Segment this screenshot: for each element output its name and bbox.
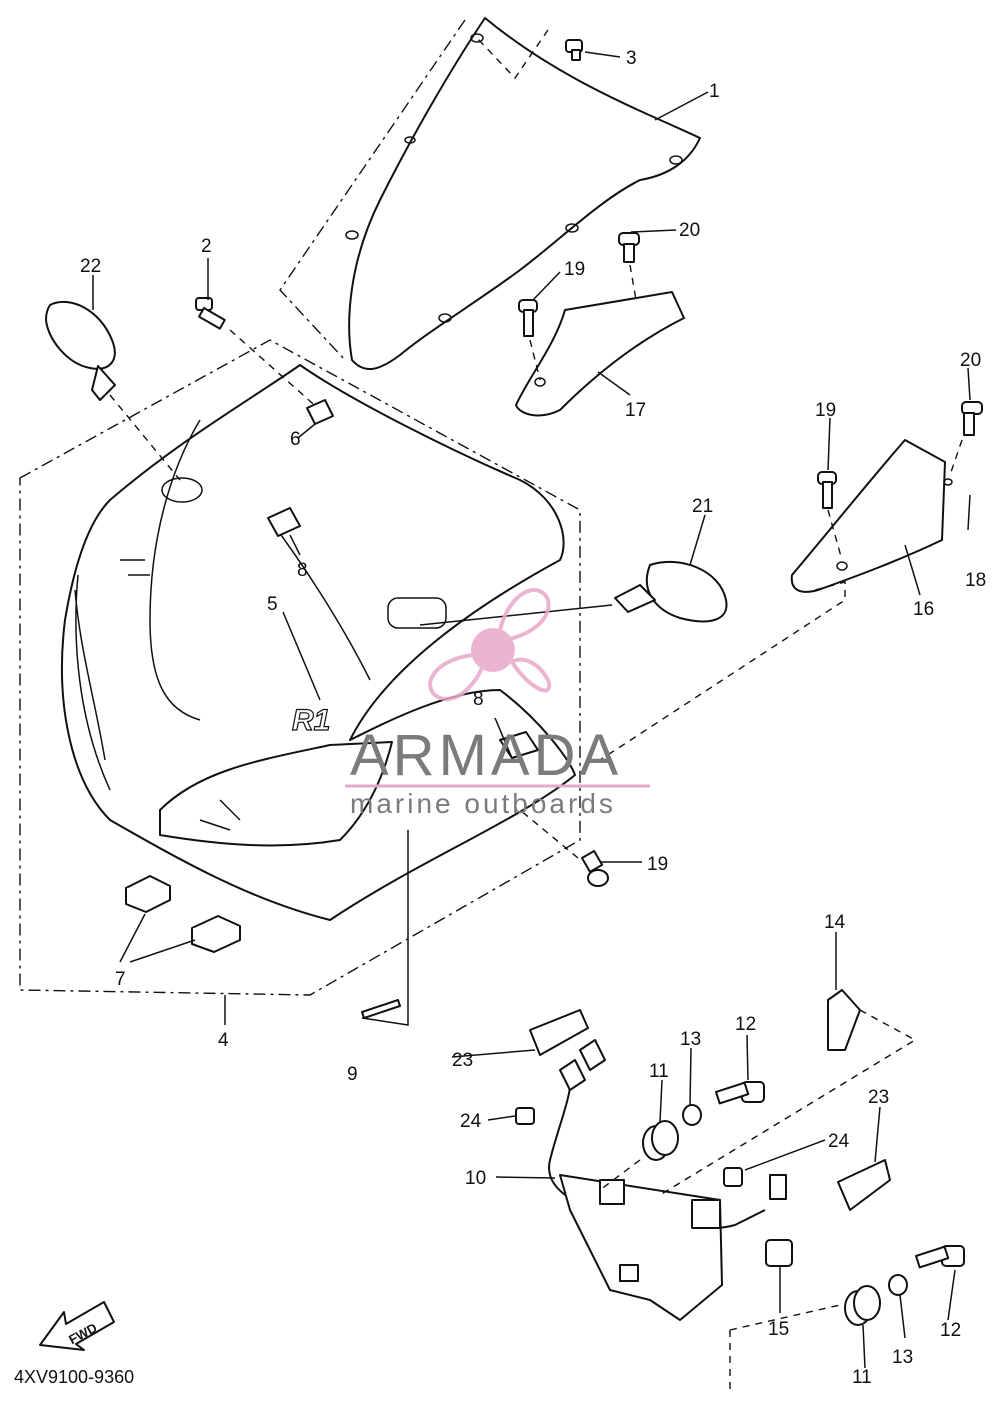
fwd-arrow: FWD [39,1301,115,1351]
callout-7: 7 [115,969,126,990]
callout-16: 16 [913,599,934,620]
mirror-part [45,300,728,626]
screw-part [476,29,621,80]
callout-21: 21 [692,496,713,517]
watermark-logo [428,588,552,701]
callout-13a: 13 [680,1029,701,1050]
callout-12a: 12 [735,1014,756,1035]
cowling-stay-part [529,989,917,1321]
callout-9: 9 [347,1064,358,1085]
watermark-tagline: marine outboards [350,788,616,819]
callout-19b: 19 [815,400,836,421]
trim-strip-part [361,830,409,1026]
upper-cowling-part: R1 [19,339,581,996]
callout-19c: 19 [647,854,668,875]
callout-2: 2 [201,236,212,257]
callout-17: 17 [625,400,646,421]
r1-badge-text: R1 [292,704,330,737]
callout-20b: 20 [960,350,981,371]
side-panel-part [515,291,953,761]
damper-part [515,1081,965,1390]
callout-22: 22 [80,256,101,277]
callout-10: 10 [465,1168,486,1189]
callout-24b: 24 [828,1131,850,1152]
windscreen-part [279,17,701,370]
leader-lines [92,91,971,1369]
callout-23b: 23 [868,1087,889,1108]
watermark-brand: ARMADA [350,723,622,788]
callout-3: 3 [626,48,637,69]
nut-part [267,399,971,759]
callout-24a: 24 [460,1111,482,1132]
callout-12b: 12 [940,1320,961,1341]
callout-1: 1 [709,81,720,102]
callout-20a: 20 [679,220,700,241]
callout-19a: 19 [564,259,585,280]
callout-6: 6 [290,429,301,450]
callout-11a: 11 [649,1061,669,1082]
callout-14: 14 [824,912,846,933]
callout-13b: 13 [892,1347,913,1368]
catalog-code: 4XV9100-9360 [14,1367,134,1387]
callout-11b: 11 [852,1367,872,1388]
callout-labels: 1 2 3 4 5 6 7 8 8 9 10 11 11 12 12 13 13… [80,48,986,1388]
callout-4: 4 [218,1030,229,1051]
grommet-part [119,875,241,963]
callout-23a: 23 [452,1050,473,1071]
callout-5: 5 [267,594,278,615]
callout-8a: 8 [297,560,308,581]
callout-18: 18 [965,570,986,591]
screw-part [195,232,983,887]
callout-15: 15 [768,1319,789,1340]
callout-8b: 8 [473,689,484,710]
